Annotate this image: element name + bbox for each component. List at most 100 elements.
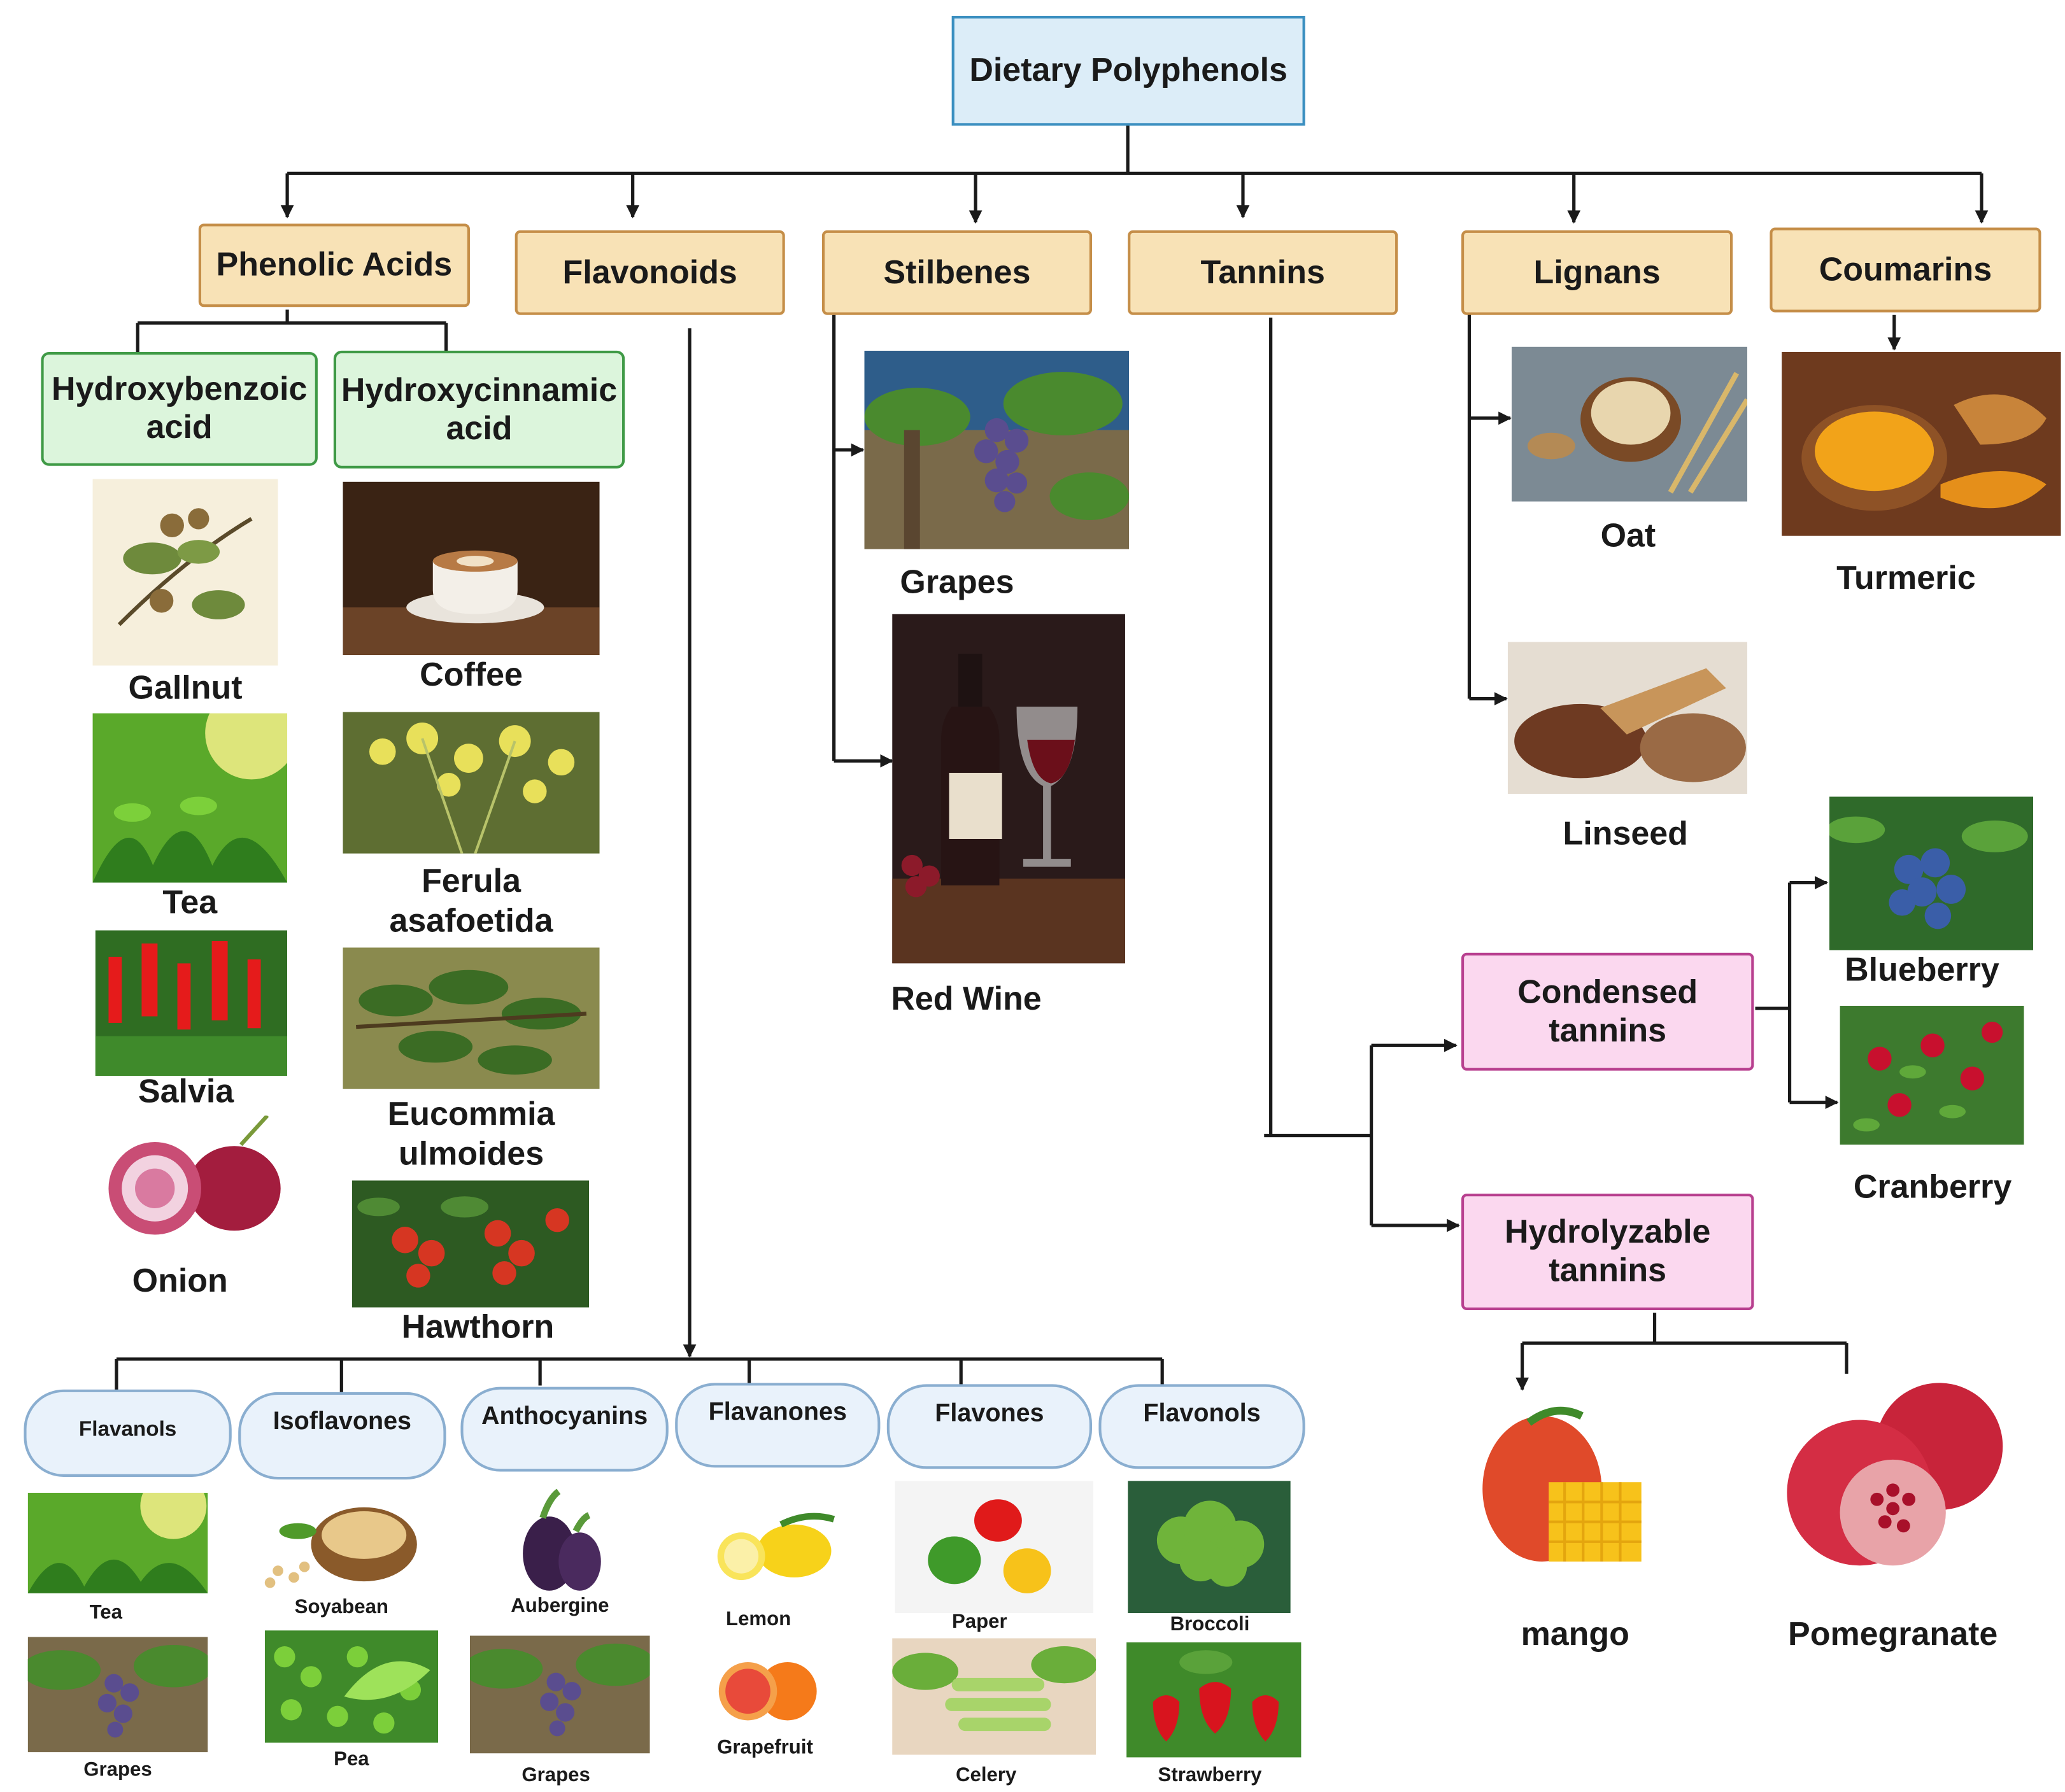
- category-stilbenes: Stilbenes: [821, 230, 1093, 315]
- soyabean-image: [251, 1498, 432, 1593]
- strawberry-image: [1126, 1642, 1302, 1758]
- subtype-label-line2: acid: [446, 409, 513, 447]
- source-label-turmeric: Turmeric: [1836, 560, 1976, 597]
- subtype-label-line1: Hydroxycinnamic: [341, 371, 618, 409]
- oat-image: [1511, 346, 1748, 502]
- category-label: Lignans: [1533, 253, 1661, 291]
- source-label-grapefruit: Grapefruit: [717, 1736, 813, 1759]
- subtype-label-line2: tannins: [1549, 1252, 1667, 1289]
- subtype-label-line2: tannins: [1549, 1012, 1667, 1049]
- anthocyanins-grapes-image: [469, 1635, 650, 1754]
- hawthorn-image: [351, 1180, 590, 1308]
- flavanols-grapes-image: [27, 1637, 208, 1753]
- subtype-hydroxybenzoic-acid: Hydroxybenzoic acid: [41, 351, 318, 466]
- category-label: Coumarins: [1819, 251, 1992, 288]
- linseed-image: [1507, 642, 1748, 794]
- tea-image: [92, 713, 288, 883]
- flavonoid-subclass-flavanones: Flavanones: [675, 1383, 881, 1468]
- mango-image: [1469, 1396, 1655, 1582]
- source-label-ferula-line1: Ferula: [422, 863, 522, 900]
- broccoli-image: [1128, 1481, 1291, 1614]
- source-label-celery: Celery: [956, 1764, 1017, 1787]
- turmeric-image: [1782, 351, 2061, 536]
- category-tannins: Tannins: [1128, 230, 1398, 315]
- source-label-tea: Tea: [162, 884, 218, 921]
- source-label-pea: Pea: [334, 1748, 369, 1771]
- source-label-strawberry: Strawberry: [1158, 1764, 1262, 1787]
- source-label-linseed: Linseed: [1563, 815, 1688, 852]
- source-label-flavanols-tea: Tea: [89, 1601, 122, 1624]
- subtype-label-line1: Condensed: [1517, 973, 1698, 1011]
- subtype-condensed-tannins: Condensed tannins: [1461, 952, 1754, 1071]
- flavonoid-subclass-isoflavones: Isoflavones: [238, 1392, 446, 1480]
- category-flavonoids: Flavonoids: [514, 230, 785, 315]
- source-label-eucommia-line1: Eucommia: [387, 1096, 555, 1133]
- paper-image: [895, 1481, 1094, 1614]
- source-label-blueberry: Blueberry: [1845, 951, 1999, 989]
- onion-image: [95, 1115, 289, 1253]
- root-label: Dietary Polyphenols: [969, 52, 1288, 89]
- source-label-ferula-line2: asafoetida: [389, 902, 553, 940]
- coffee-image: [343, 481, 600, 656]
- source-label-gallnut: Gallnut: [128, 669, 243, 707]
- source-label-anthocyanins-grapes: Grapes: [522, 1764, 590, 1787]
- lemon-image: [701, 1508, 842, 1586]
- flavonoid-subclass-flavanols: Flavanols: [24, 1389, 232, 1477]
- flavonoid-subclass-flavonols: Flavonols: [1098, 1384, 1305, 1469]
- category-phenolic-acids: Phenolic Acids: [198, 223, 470, 307]
- source-label-cranberry: Cranberry: [1853, 1168, 2012, 1206]
- grapes-vine-image: [864, 350, 1130, 549]
- source-label-flavanols-grapes: Grapes: [83, 1758, 152, 1782]
- source-label-coffee: Coffee: [420, 656, 523, 694]
- category-label: Phenolic Acids: [216, 246, 453, 284]
- subtype-label-line1: Hydroxybenzoic: [51, 370, 308, 408]
- category-lignans: Lignans: [1461, 230, 1733, 315]
- source-label-soyabean: Soyabean: [294, 1596, 388, 1619]
- source-label-broccoli: Broccoli: [1170, 1613, 1250, 1636]
- salvia-image: [95, 930, 288, 1076]
- cranberry-image: [1840, 1005, 2024, 1145]
- category-label: Flavonoids: [562, 253, 737, 291]
- source-label-grapes: Grapes: [900, 563, 1014, 601]
- flavonoid-subclass-flavones: Flavones: [886, 1384, 1093, 1469]
- blueberry-image: [1829, 796, 2034, 950]
- source-label-eucommia: Eucommia ulmoides: [343, 1094, 599, 1174]
- subclass-label: Isoflavones: [273, 1407, 412, 1436]
- flavonoid-subclass-anthocyanins: Anthocyanins: [460, 1386, 669, 1472]
- source-label-salvia: Salvia: [138, 1073, 234, 1111]
- pea-image: [264, 1630, 439, 1743]
- source-label-lemon: Lemon: [726, 1607, 791, 1631]
- red-wine-image: [892, 614, 1125, 964]
- subclass-label: Anthocyanins: [481, 1402, 648, 1431]
- source-label-mango: mango: [1521, 1616, 1629, 1653]
- source-label-pomegranate: Pomegranate: [1788, 1616, 1998, 1653]
- subtype-label-line1: Hydrolyzable: [1504, 1213, 1711, 1251]
- flavanols-tea-image: [27, 1492, 208, 1593]
- category-label: Stilbenes: [883, 253, 1031, 291]
- subclass-label: Flavonols: [1143, 1400, 1261, 1429]
- grapefruit-image: [714, 1654, 821, 1723]
- source-label-red-wine: Red Wine: [891, 980, 1042, 1018]
- subclass-label: Flavones: [935, 1400, 1044, 1429]
- subtype-hydroxycinnamic-acid: Hydroxycinnamic acid: [333, 350, 625, 469]
- source-label-eucommia-line2: ulmoides: [398, 1135, 544, 1173]
- aubergine-image: [502, 1485, 623, 1593]
- subtype-hydrolyzable-tannins: Hydrolyzable tannins: [1461, 1194, 1754, 1311]
- ferula-image: [343, 712, 600, 854]
- source-label-hawthorn: Hawthorn: [401, 1308, 555, 1346]
- source-label-onion: Onion: [132, 1262, 228, 1300]
- source-label-ferula: Ferula asafoetida: [343, 861, 599, 941]
- category-label: Tannins: [1200, 253, 1325, 291]
- subtype-label-line2: acid: [146, 409, 213, 446]
- source-label-paper: Paper: [951, 1610, 1007, 1633]
- category-coumarins: Coumarins: [1770, 227, 2041, 313]
- eucommia-image: [343, 947, 600, 1089]
- celery-image: [892, 1638, 1096, 1755]
- subclass-label: Flavanones: [708, 1399, 847, 1427]
- gallnut-image: [92, 479, 278, 666]
- source-label-oat: Oat: [1600, 517, 1656, 555]
- root-node: Dietary Polyphenols: [951, 15, 1305, 126]
- source-label-aubergine: Aubergine: [511, 1594, 609, 1618]
